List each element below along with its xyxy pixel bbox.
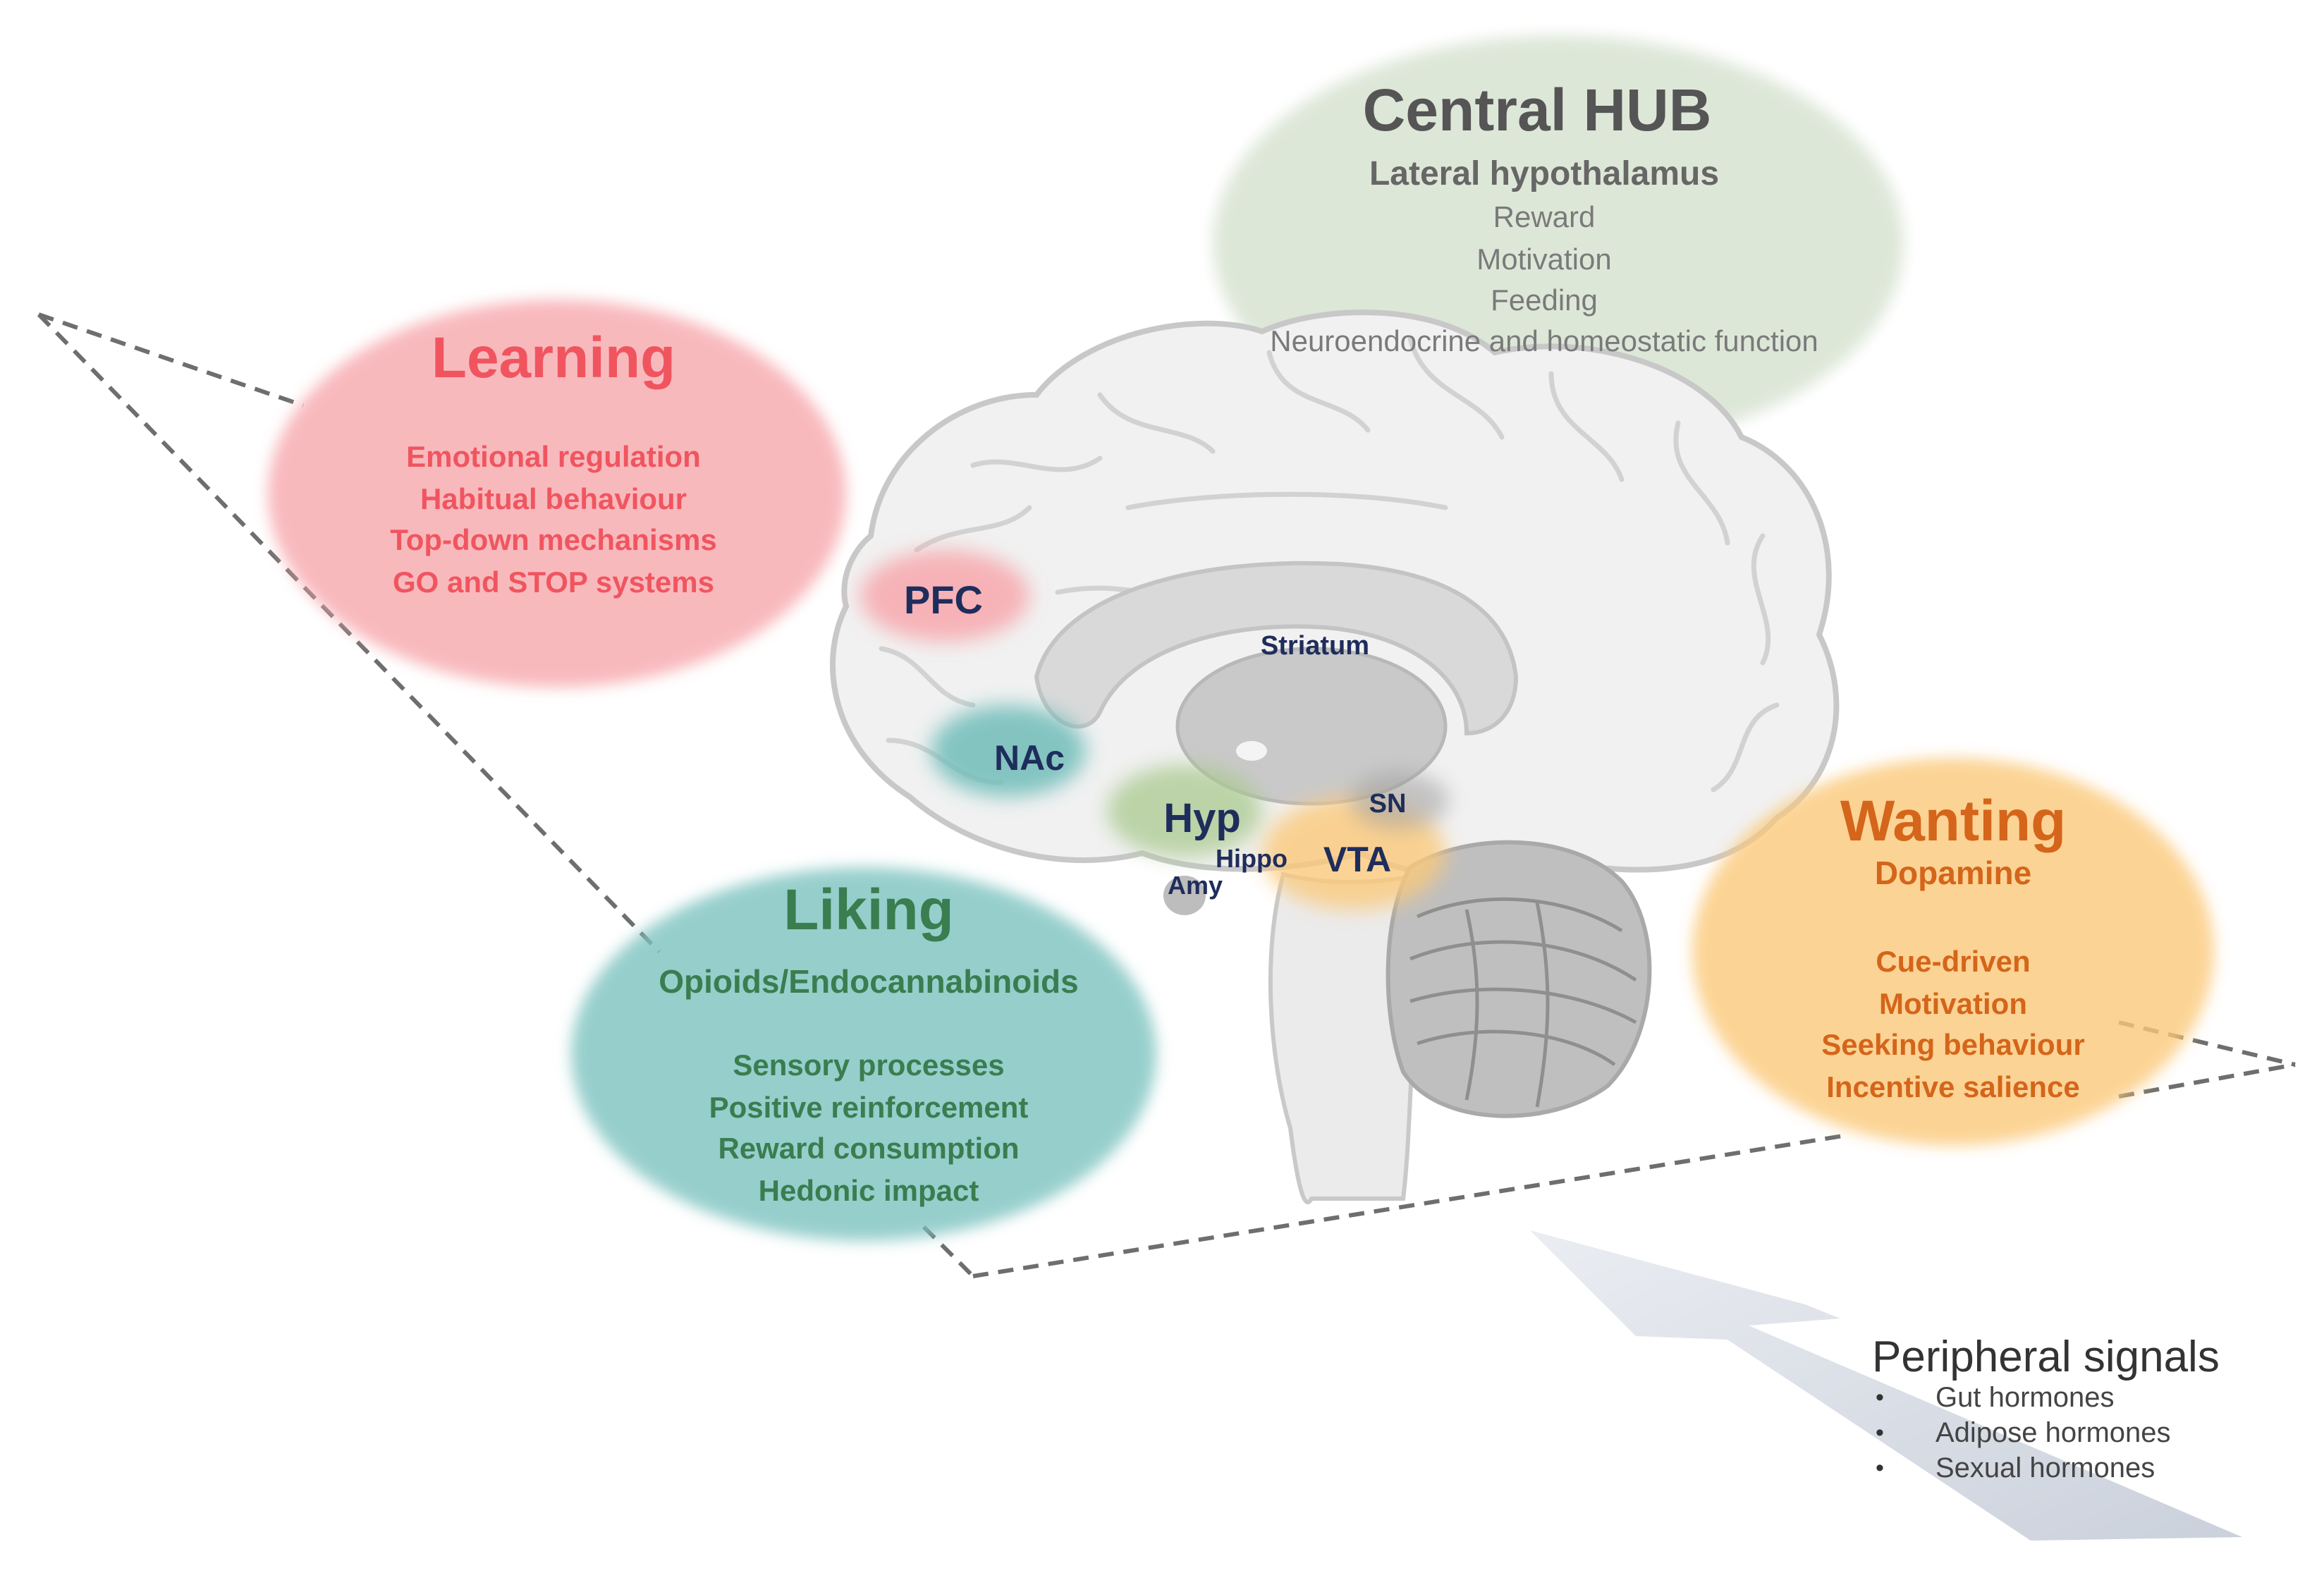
liking-text-group: Liking Opioids/Endocannabinoids Sensory …: [659, 878, 1078, 1207]
interthalamic-adhesion: [1236, 741, 1267, 761]
learning-item: GO and STOP systems: [393, 565, 714, 599]
liking-ellipse: [571, 867, 1156, 1241]
liking-item: Hedonic impact: [759, 1174, 979, 1207]
sn-glow: [1350, 772, 1449, 828]
region-label-hyp: Hyp: [1163, 795, 1241, 841]
learning-item: Habitual behaviour: [420, 482, 687, 515]
region-label-nac: NAc: [994, 738, 1065, 778]
region-label-sn: SN: [1369, 789, 1407, 819]
liking-subtitle: Opioids/Endocannabinoids: [659, 963, 1078, 1000]
cerebellum-folia: [1409, 897, 1637, 1108]
liking-item: Sensory processes: [733, 1048, 1004, 1082]
wanting-title: Wanting: [1840, 789, 2066, 853]
plane-edge-right-lower: [2118, 1063, 2296, 1099]
learning-text-group: Learning Emotional regulation Habitual b…: [390, 326, 717, 599]
learning-ellipse: [268, 300, 846, 687]
peripheral-item: Sexual hormones: [1935, 1452, 2155, 1483]
region-label-vta: VTA: [1323, 840, 1391, 879]
hyp-glow: [1107, 765, 1262, 857]
peripheral-text-group: Peripheral signals • Gut hormones • Adip…: [1872, 1333, 2220, 1483]
peripheral-bullet: •: [1876, 1455, 1884, 1481]
liking-title: Liking: [783, 878, 953, 942]
peripheral-item: Adipose hormones: [1935, 1417, 2171, 1448]
corpus-callosum: [1034, 561, 1519, 736]
plane-edge-top: [38, 312, 304, 408]
nac-glow: [931, 705, 1086, 797]
region-labels: PFC NAc Striatum Hyp SN VTA Hippo Amy: [904, 577, 1406, 900]
hub-item: Neuroendocrine and homeostatic function: [1270, 324, 1818, 357]
hub-item: Motivation: [1476, 243, 1611, 276]
region-label-amy: Amy: [1168, 871, 1223, 900]
liking-item: Positive reinforcement: [709, 1091, 1029, 1124]
brain-illustration: [830, 310, 1840, 1205]
amygdala-shape: [1163, 876, 1206, 915]
wanting-item: Seeking behaviour: [1821, 1028, 2084, 1061]
plane-edge-left: [37, 312, 661, 954]
peripheral-arrow: [1530, 1230, 2242, 1541]
wanting-item: Incentive salience: [1826, 1070, 2080, 1103]
learning-item: Emotional regulation: [406, 440, 701, 473]
wanting-item: Motivation: [1879, 987, 2027, 1020]
learning-item: Top-down mechanisms: [390, 523, 717, 556]
gyri-lines: [879, 336, 1780, 792]
wanting-subtitle: Dopamine: [1875, 855, 2031, 891]
hub-item: Feeding: [1491, 283, 1598, 317]
hub-subtitle: Lateral hypothalamus: [1369, 155, 1719, 192]
region-label-striatum: Striatum: [1261, 631, 1369, 661]
peripheral-bullet: •: [1876, 1384, 1884, 1411]
hub-text-group: Central HUB Lateral hypothalamus Reward …: [1270, 77, 1818, 357]
peripheral-item: Gut hormones: [1935, 1382, 2114, 1413]
liking-item: Reward consumption: [718, 1132, 1019, 1165]
wanting-ellipse: [1692, 758, 2214, 1146]
region-glows: [860, 550, 1449, 910]
learning-title: Learning: [432, 326, 675, 390]
peripheral-bullet: •: [1876, 1419, 1884, 1446]
plane-edge-bottom: [972, 1133, 1848, 1278]
hub-item: Reward: [1493, 200, 1596, 233]
peripheral-title: Peripheral signals: [1872, 1333, 2220, 1381]
wanting-item: Cue-driven: [1876, 945, 2030, 978]
pfc-glow: [860, 550, 1029, 642]
region-label-pfc: PFC: [904, 577, 983, 622]
hub-title: Central HUB: [1363, 77, 1712, 143]
region-label-hippo: Hippo: [1216, 844, 1288, 873]
wanting-text-group: Wanting Dopamine Cue-driven Motivation S…: [1821, 789, 2084, 1103]
